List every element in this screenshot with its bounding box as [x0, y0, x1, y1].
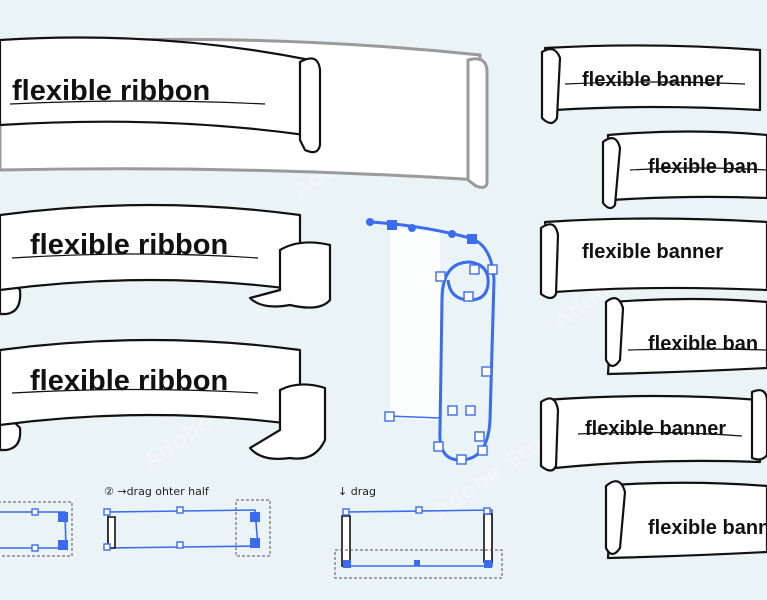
handle-square[interactable]	[435, 271, 446, 282]
banner-label: flexible ban	[648, 333, 758, 355]
handle-square[interactable]	[463, 291, 474, 302]
banner-1: flexible banner	[540, 44, 762, 125]
selection-box	[334, 549, 503, 579]
step-2-diagram: ② →drag ohter half	[103, 485, 271, 557]
anchor-point[interactable]	[387, 220, 397, 230]
handle-square[interactable]	[456, 454, 467, 465]
banner-4: flexible ban	[604, 297, 767, 376]
banner-label: flexible bann	[648, 517, 767, 539]
banner-5: flexible banner	[539, 389, 767, 472]
handle-square[interactable]	[474, 431, 485, 442]
handle-square[interactable]	[465, 405, 476, 416]
banner-2: flexible ban	[601, 130, 767, 210]
selection-box	[235, 499, 271, 557]
anchor-point[interactable]	[366, 218, 374, 226]
ribbon-3: flexible ribbon	[0, 338, 327, 460]
banner-label: flexible ban	[648, 156, 758, 178]
banner-label: flexible banner	[585, 418, 726, 440]
step-1-diagram	[0, 501, 73, 557]
caption-drag-other-half: ② →drag ohter half	[104, 485, 210, 498]
caption-drag: ↓ drag	[338, 485, 376, 498]
handle-square[interactable]	[433, 441, 444, 452]
handle-square[interactable]	[384, 411, 395, 422]
anchor-point[interactable]	[448, 230, 456, 238]
ribbon-1: flexible ribbon	[0, 36, 322, 154]
handle-square[interactable]	[447, 405, 458, 416]
ribbon-label: flexible ribbon	[12, 75, 210, 107]
handle-square[interactable]	[481, 366, 492, 377]
handle-square[interactable]	[487, 264, 498, 275]
anchor-point[interactable]	[408, 224, 416, 232]
path-editing-demo	[366, 218, 498, 465]
handle-square[interactable]	[469, 264, 480, 275]
handle-square[interactable]	[477, 445, 488, 456]
banner-label: flexible banner	[582, 241, 723, 263]
ribbon-label: flexible ribbon	[30, 365, 228, 397]
selection-box	[0, 501, 73, 557]
banner-label: flexible banner	[582, 69, 723, 91]
ribbon-2: flexible ribbon	[0, 203, 332, 316]
step-3-diagram: ↓ drag	[334, 485, 503, 579]
banner-3: flexible banner	[539, 217, 767, 300]
banner-6: flexible bann	[604, 480, 767, 560]
ribbon-label: flexible ribbon	[30, 229, 228, 261]
anchor-point[interactable]	[467, 234, 477, 244]
